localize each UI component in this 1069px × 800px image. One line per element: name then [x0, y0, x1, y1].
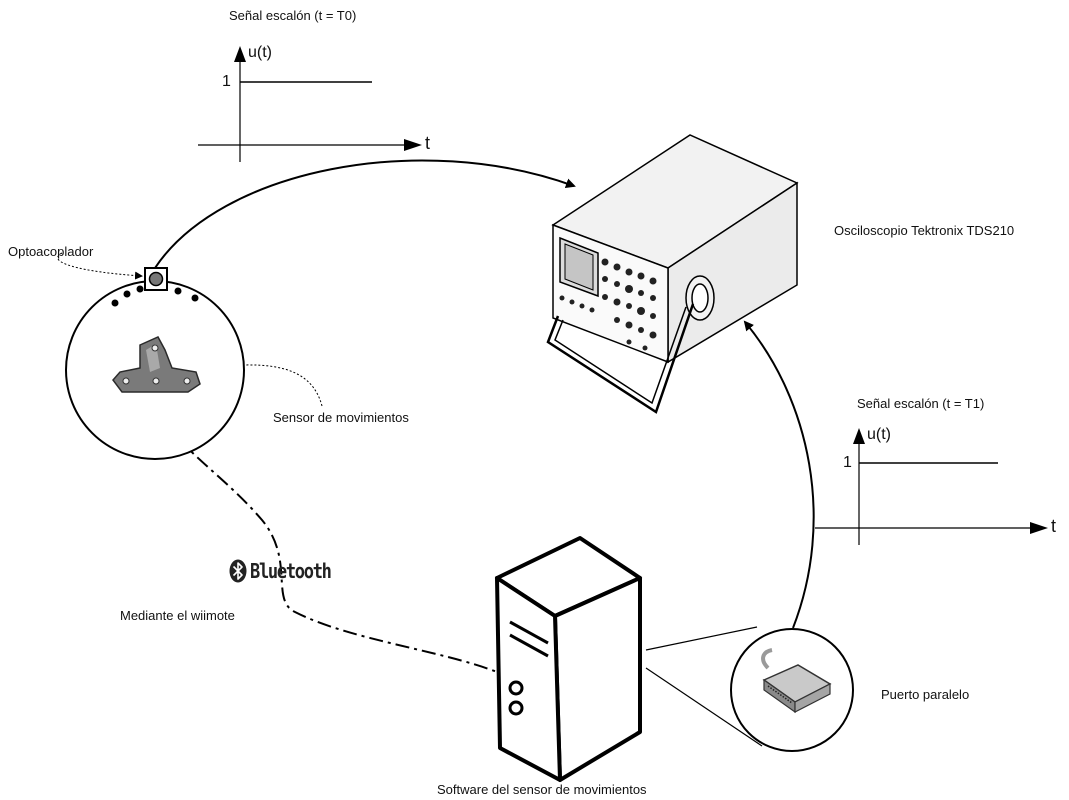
port-cable — [761, 648, 773, 670]
disc-marker — [136, 285, 144, 293]
drive-bay — [509, 633, 549, 658]
sensor-hole — [151, 344, 159, 352]
sensor-hole — [152, 377, 160, 385]
parallel-port-label: Puerto paralelo — [881, 687, 970, 702]
scope-knobs — [559, 258, 657, 351]
t1-y-arrow — [853, 428, 865, 444]
pc-tower — [495, 536, 642, 782]
parallel-port-to-oscilloscope-arrow — [743, 320, 815, 629]
signal-t1-level: 1 — [843, 454, 852, 471]
scope-handle — [546, 303, 695, 414]
tower-side — [553, 576, 642, 782]
scope-screen-inner — [564, 243, 594, 291]
optocoupler-label: Optoacoplador — [8, 244, 94, 259]
reset-button — [508, 700, 524, 716]
scope-rear-bezel-inner — [691, 283, 709, 313]
t0-x-arrow — [404, 139, 422, 151]
zoom-line-bottom — [645, 667, 763, 747]
oscilloscope-label: Osciloscopio Tektronix TDS210 — [834, 223, 1015, 238]
power-button — [508, 680, 524, 696]
parallel-port-zoom — [645, 626, 854, 752]
disc-marker — [123, 290, 131, 298]
drive-bay — [509, 620, 549, 645]
disc-marker — [111, 299, 119, 307]
sensor-hole — [122, 377, 130, 385]
motion-sensor-device — [112, 336, 201, 393]
signal-t1-title: Señal escalón (t = T1) — [857, 396, 985, 411]
motion-sensor-label: Sensor de movimientos — [273, 410, 409, 425]
optocoupler-lens — [148, 271, 164, 287]
rotating-disc — [65, 267, 245, 460]
signal-t1-x-label: t — [1051, 516, 1057, 536]
zoom-line-top — [645, 626, 758, 651]
sensor-hole — [183, 377, 191, 385]
t0-y-arrow — [234, 46, 246, 62]
port-pins — [767, 685, 793, 704]
bluetooth-via-label: Mediante el wiimote — [120, 608, 235, 623]
port-connector-side — [794, 683, 831, 713]
t1-x-arrow — [1030, 522, 1048, 534]
disc-marker — [174, 287, 182, 295]
bluetooth-logo: Bluetooth — [229, 559, 345, 583]
optocoupler-to-oscilloscope-arrow — [154, 159, 576, 269]
oscilloscope-device — [546, 134, 799, 414]
scope-handle-inner — [554, 306, 687, 405]
bluetooth-link — [155, 389, 498, 673]
signal-t1-y-label: u(t) — [867, 426, 891, 443]
signal-t0-title: Señal escalón (t = T0) — [229, 8, 357, 23]
tower-front — [495, 576, 562, 782]
signal-t0-x-label: t — [425, 133, 431, 153]
software-label: Software del sensor de movimientos — [437, 782, 647, 797]
bluetooth-icon — [229, 559, 247, 583]
signal-t0-y-label: u(t) — [248, 44, 272, 61]
step-signal-t0 — [198, 46, 422, 162]
optocoupler-leader — [57, 252, 143, 280]
step-signal-t1 — [815, 428, 1048, 545]
signal-t0-level: 1 — [222, 73, 231, 90]
disc-marker — [191, 294, 199, 302]
sensor-leader — [224, 361, 323, 407]
bluetooth-wordmark: Bluetooth — [250, 559, 332, 583]
